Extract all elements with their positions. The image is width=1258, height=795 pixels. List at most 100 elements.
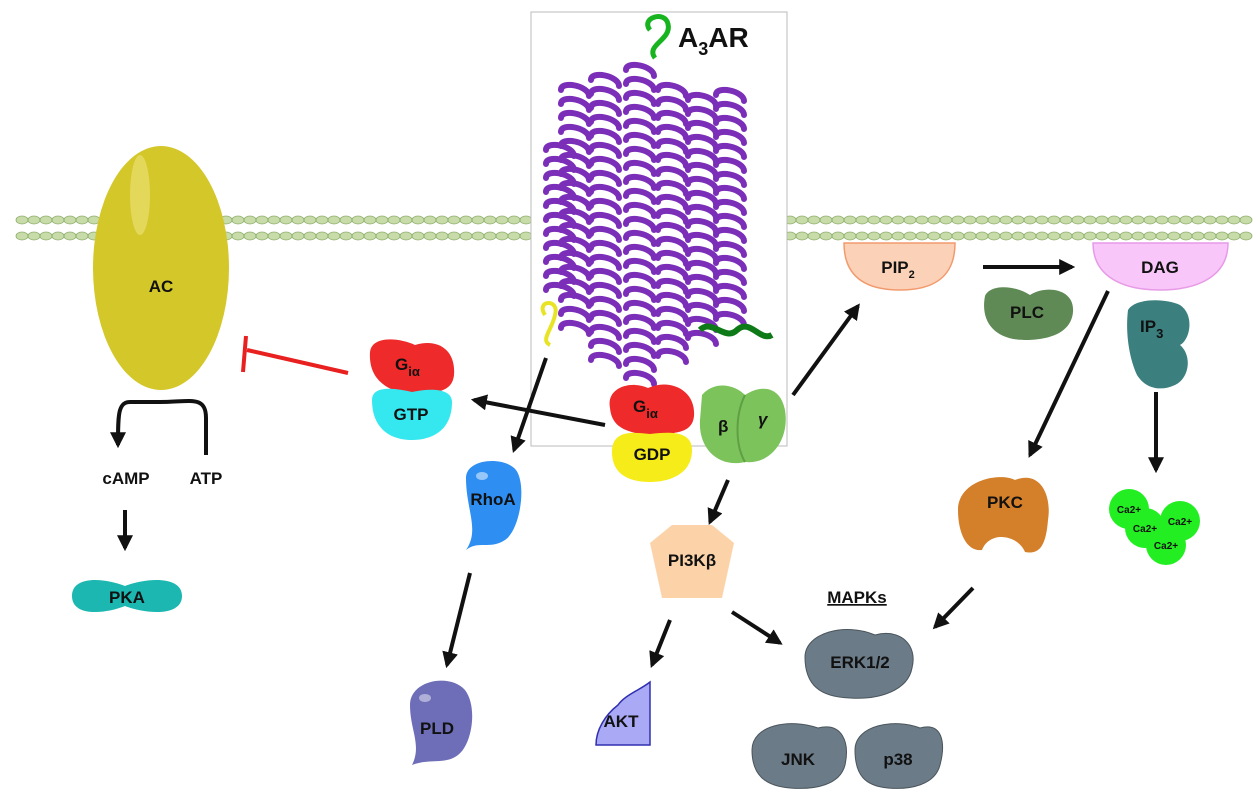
lipid-head [819, 215, 833, 225]
lipid-head [423, 231, 437, 241]
lipid-head [267, 215, 281, 225]
lipid-head [423, 215, 437, 225]
lipid-head [1131, 231, 1145, 241]
rhoa-node [466, 460, 522, 550]
lipid-head [1119, 231, 1133, 241]
pi3k-to-akt-arrow [649, 619, 672, 668]
pkc-node [958, 477, 1049, 553]
rhoa-highlight [476, 472, 488, 480]
lipid-head [819, 231, 833, 241]
lipid-head [231, 231, 245, 241]
transmembrane-helix [588, 71, 622, 369]
erk-label: ERK1/2 [830, 653, 890, 672]
lipid-head [807, 215, 821, 225]
lipid-head [255, 231, 269, 241]
lipid-head [831, 231, 845, 241]
lipid-head [1071, 215, 1085, 225]
lipid-head [795, 215, 809, 225]
lipid-head [483, 231, 497, 241]
gi-active-label: Giα [395, 355, 420, 379]
lipid-head [507, 231, 521, 241]
lipid-head [999, 231, 1013, 241]
lipid-head [915, 231, 929, 241]
lipid-head [867, 231, 881, 241]
plc-node [984, 287, 1074, 340]
lipid-head [795, 231, 809, 241]
beta-gamma-divider [736, 394, 746, 463]
lipid-head [495, 231, 509, 241]
lipid-head [519, 231, 533, 241]
lipid-head [75, 231, 89, 241]
pip2-label: PIP2 [881, 258, 915, 281]
lipid-head [255, 215, 269, 225]
lipid-head [939, 231, 953, 241]
lipid-head [63, 215, 77, 225]
lipid-head [879, 231, 893, 241]
pip2-node [843, 242, 956, 291]
pka-node [72, 579, 182, 613]
lipid-head [1107, 231, 1121, 241]
lipid-head [1203, 231, 1217, 241]
lipid-head [291, 215, 305, 225]
lipid-head [1227, 215, 1241, 225]
lipid-head [243, 215, 257, 225]
lipid-head [435, 231, 449, 241]
lipid-head [339, 215, 353, 225]
lipid-head [39, 231, 53, 241]
lipid-head [51, 215, 65, 225]
lipid-head [915, 215, 929, 225]
lipid-head [1083, 231, 1097, 241]
lipid-head [1131, 215, 1145, 225]
rhoa-to-pld-arrow [442, 572, 472, 669]
lipid-head [1023, 231, 1037, 241]
lipid-head [1143, 215, 1157, 225]
lipid-head [1179, 215, 1193, 225]
gi-gtp-complex: Giα GTP [369, 339, 455, 440]
gdp-node [612, 432, 692, 482]
lipid-head [375, 231, 389, 241]
lipid-head [519, 215, 533, 225]
lipid-head [939, 215, 953, 225]
calcium-ions: Ca2+ Ca2+ Ca2+ Ca2+ [1109, 489, 1200, 565]
lipid-head [315, 231, 329, 241]
lipid-head [987, 231, 1001, 241]
pka-label: PKA [109, 588, 145, 607]
lipid-head [1035, 215, 1049, 225]
lipid-head [327, 215, 341, 225]
atp-label: ATP [190, 469, 223, 488]
lipid-head [1095, 231, 1109, 241]
pi3k-label: PI3Kβ [668, 551, 716, 570]
lipid-head [1059, 231, 1073, 241]
calcium-label: Ca2+ [1133, 524, 1157, 535]
lipid-head [327, 231, 341, 241]
gtp-label: GTP [394, 405, 429, 424]
receptor-helices [543, 61, 747, 387]
pkc-to-erk-arrow [932, 586, 975, 630]
calcium-label: Ca2+ [1154, 541, 1178, 552]
lipid-head [399, 215, 413, 225]
lipid-head [1191, 215, 1205, 225]
lipid-head [975, 215, 989, 225]
lipid-head [1227, 231, 1241, 241]
lipid-head [1191, 231, 1205, 241]
lipid-head [75, 215, 89, 225]
lipid-head [807, 231, 821, 241]
lipid-head [303, 215, 317, 225]
lipid-head [1239, 231, 1253, 241]
lipid-head [291, 231, 305, 241]
lipid-head [843, 231, 857, 241]
beta-gamma-dimer [699, 385, 786, 464]
gamma-label: γ [758, 410, 769, 429]
lipid-head [1047, 231, 1061, 241]
lipid-head [507, 215, 521, 225]
pld-highlight [419, 694, 431, 702]
gi-alpha [609, 384, 695, 436]
adenylyl-cyclase [93, 146, 229, 390]
pkc-label: PKC [987, 493, 1023, 512]
lipid-head [855, 231, 869, 241]
gi-alpha-active [369, 339, 455, 395]
transmembrane-helix [713, 86, 747, 328]
mapks-title: MAPKs [827, 588, 887, 607]
lipid-head [63, 231, 77, 241]
ac-label: AC [149, 277, 174, 296]
